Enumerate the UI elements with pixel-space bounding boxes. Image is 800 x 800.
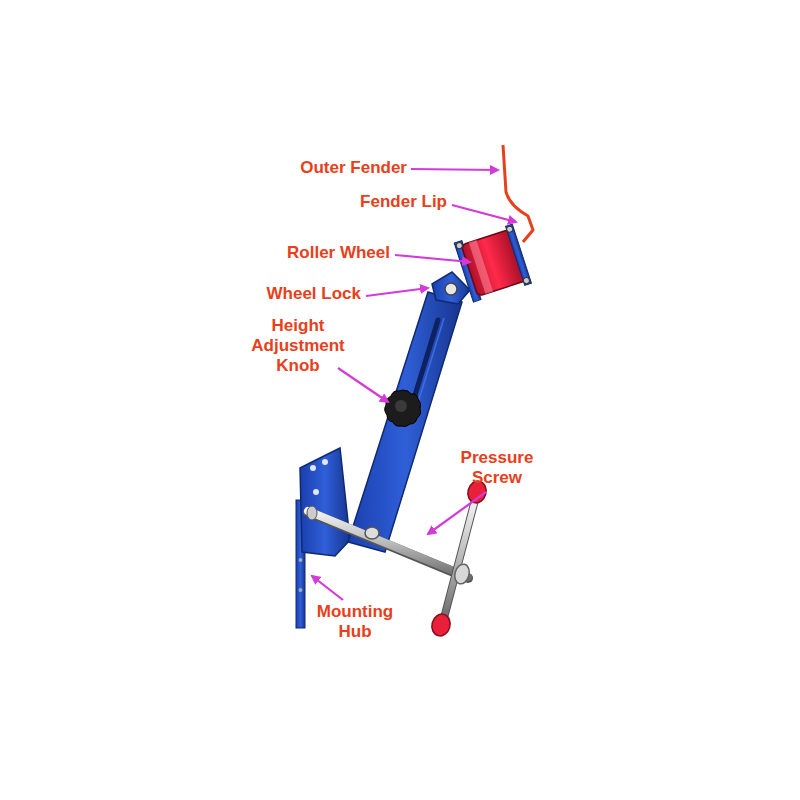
wheel-lock-block [432,272,470,304]
handle-ball [429,612,452,638]
screw-nut [307,506,317,520]
leader-arrow [366,288,428,296]
mounting-hub [296,448,350,628]
leader-arrow [428,492,486,534]
arm-bar [348,292,462,552]
wheel-assembly [432,224,531,304]
part-label: Fender Lip [317,192,447,212]
wheel-lock-nut [445,283,457,295]
roller-bolt [506,225,514,233]
adjustable-arm [348,292,462,552]
leader-arrow [452,205,516,222]
roller-bolt [456,242,464,250]
hub-hole [299,588,303,592]
knob-cap [395,400,407,412]
part-label: Wheel Lock [231,284,361,304]
part-label: Height Adjustment Knob [238,316,358,376]
hub-hole [299,558,303,562]
part-label: Pressure Screw [447,448,547,488]
leader-arrow [312,576,343,600]
arm-nut [365,527,379,539]
leader-arrows [312,169,516,600]
height-knob [385,390,421,427]
t-handle-collar [453,563,472,586]
screw-rod [308,511,468,577]
leader-arrow [411,169,498,170]
roller-bracket [506,224,532,285]
roller-highlight [469,240,493,294]
part-label: Mounting Hub [305,602,405,642]
part-label: Roller Wheel [250,243,390,263]
hub-hole [310,465,316,471]
fender-outline [503,145,533,242]
hub-hole [322,459,328,465]
leader-arrow [395,255,470,262]
hub-hole [313,489,319,495]
roller-group [454,224,531,302]
roller-bolt [523,277,531,285]
leader-arrow [338,368,388,402]
knob-body [385,390,421,427]
part-label: Outer Fender [267,158,407,178]
hub-plate [300,448,350,556]
